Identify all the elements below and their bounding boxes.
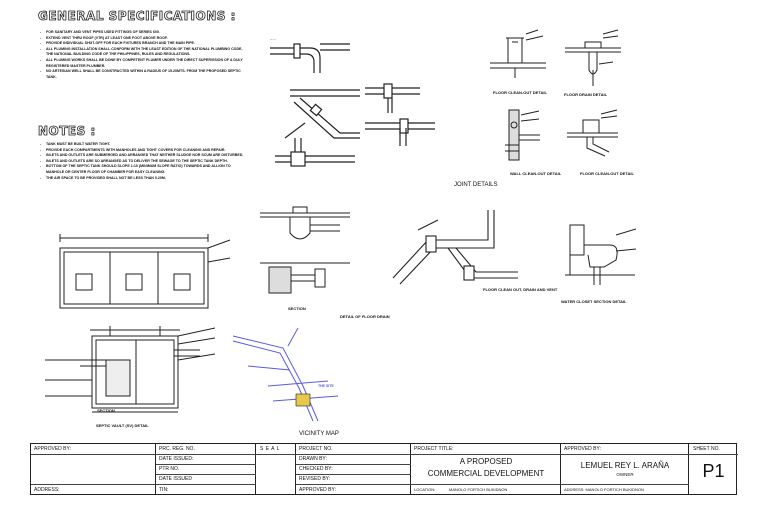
notes-list: TANK MUST BE BUILT WATER TIGHT. PROVIDE …	[40, 142, 245, 181]
title-col-approved	[31, 444, 156, 494]
wall-cleanout-caption: WALL CLEAN-OUT DETAIL	[510, 171, 562, 176]
note-item: BOTTOM OF THE SEPTIC TANK SHOULD SLOPE 1…	[40, 164, 245, 175]
revised-by-label: REVISED BY:	[299, 476, 331, 482]
row-line	[411, 484, 561, 485]
general-specifications-list: FOR SANITARY AND VENT PIPES USED FITTING…	[40, 30, 245, 80]
title-col-title	[411, 444, 561, 494]
project-no-label: PROJECT NO.	[299, 446, 333, 452]
floor-drain-caption: FLOOR DRAIN DETAIL	[564, 92, 608, 97]
note-item: INLETS AND OUTLETS ARE SO ARRANGED AS TO…	[40, 159, 245, 165]
spec-item: NO ARTESIAN WELL SHALL BE CONSTRUCTED WI…	[40, 69, 245, 80]
septic-vault-caption: SEPTIC VAULT (SV) DETAIL	[96, 423, 149, 428]
project-title-label: PROJECT TITLE:	[414, 446, 454, 452]
svg-text:— —: — —	[270, 38, 276, 41]
drawn-by-label: DRAWN BY:	[299, 456, 327, 462]
notes-heading: NOTES :	[38, 124, 96, 139]
sheet-no-value: P1	[702, 461, 725, 481]
septic-section-drawing	[45, 326, 216, 413]
row-line	[561, 484, 689, 485]
spec-item: PROVIDE INDIVIDUAL SHUT-OFF FOR EACH FIX…	[40, 41, 245, 47]
joint-details-drawing: — —	[270, 38, 435, 167]
row-line	[31, 454, 738, 455]
floor-cleanout-2-drawing	[567, 109, 618, 157]
location-label: LOCATION:	[414, 487, 436, 492]
septic-section-caption: SECTION	[97, 408, 115, 413]
title-col-prc	[156, 444, 256, 494]
site-marker	[295, 393, 311, 407]
seal-label: S E A L	[260, 446, 280, 452]
sheet-no-label: SHEET NO.	[693, 446, 720, 452]
septic-plan-drawing	[59, 234, 231, 309]
spec-item: ALL PLUMING INSTALLATION SHALL CONFORM W…	[40, 47, 245, 58]
note-item: INLETS AND OUTLETS ARE SUBMERGED AND ARR…	[40, 153, 245, 159]
row-line	[296, 464, 411, 465]
row-line	[156, 464, 256, 465]
owner-label: OWNER	[616, 472, 634, 477]
joint-details-caption: JOINT DETAILS	[454, 182, 498, 188]
detail-floor-drain-caption: DETAIL OF FLOOR DRAIN	[340, 314, 390, 319]
vicinity-map-caption: VICINITY MAP	[299, 431, 339, 437]
wall-cleanout-drawing	[505, 109, 540, 161]
title-col-project	[296, 444, 411, 494]
cleanout-drain-vent-caption: FLOOR CLEAN OUT, DRAIN AND VENT	[483, 287, 558, 292]
floor-drain-section-caption: SECTION	[288, 306, 306, 311]
floor-drain-section-drawing	[260, 206, 350, 294]
row-line	[296, 484, 411, 485]
project-title-line1: A PROPOSED	[459, 457, 513, 466]
vicinity-map-drawing	[232, 327, 339, 422]
location-value: MANOLO FORTICH BUKIDNON	[449, 487, 508, 492]
owner-name: LEMUEL REY L. ARAÑA	[580, 461, 670, 470]
the-site-label: THE SITE	[318, 384, 334, 388]
title-col-seal	[256, 444, 296, 494]
title-block: APPROVED BY: ADDRESS: PRC. REG. NO. DATE…	[30, 443, 738, 495]
spec-item: EXTEND VENT THRU ROOF (VTR) AT LEAST ONE…	[40, 36, 245, 42]
tin-label: TIN:	[159, 487, 169, 493]
prc-reg-label: PRC. REG. NO.	[159, 446, 195, 452]
floor-cleanout-2-caption: FLOOR CLEAN-OUT DETAIL	[580, 171, 634, 176]
approved-by-2-label: APPROVED BY:	[299, 487, 336, 493]
checked-by-label: CHECKED BY:	[299, 466, 333, 472]
owner-address: ADDRESS: MANOLO FORTICH BUKIDNON	[564, 487, 644, 492]
row-line	[156, 474, 256, 475]
row-line	[296, 474, 411, 475]
water-closet-caption: WATER CLOSET SECTION DETAIL	[561, 299, 627, 304]
date-issued-2-label: DATE ISSUED	[159, 476, 192, 482]
approved-by-3-label: APPROVED BY:	[564, 446, 601, 452]
date-issued-label: DATE ISSUED:	[159, 456, 194, 462]
water-closet-drawing	[565, 224, 637, 285]
project-title-line2: COMMERCIAL DEVELOPMENT	[427, 469, 545, 478]
cleanout-drain-vent-drawing	[392, 210, 518, 285]
note-item: PROVIDE EACH COMPARTMENTS WITH MANHOLES …	[40, 148, 245, 154]
row-line	[31, 484, 156, 485]
approved-by-label: APPROVED BY:	[34, 446, 71, 452]
note-item: THE AIR SPACE TO BE PROVIDED SHALL NOT B…	[40, 176, 245, 182]
floor-drain-drawing	[565, 29, 621, 86]
address-label: ADDRESS:	[34, 487, 60, 493]
ptr-no-label: PTR NO.	[159, 466, 180, 472]
floor-cleanout-drawing	[490, 29, 546, 78]
spec-item: FOR SANITARY AND VENT PIPES USED FITTING…	[40, 30, 245, 36]
title-col-owner	[561, 444, 689, 494]
general-specifications-heading: GENERAL SPECIFICATIONS :	[38, 9, 236, 24]
spec-item: ALL PLUMING WORKS SHALL BE DONE BY COMPE…	[40, 58, 245, 69]
floor-cleanout-caption: FLOOR CLEAN-OUT DETAIL	[493, 90, 547, 95]
row-line	[156, 484, 256, 485]
note-item: TANK MUST BE BUILT WATER TIGHT.	[40, 142, 245, 148]
